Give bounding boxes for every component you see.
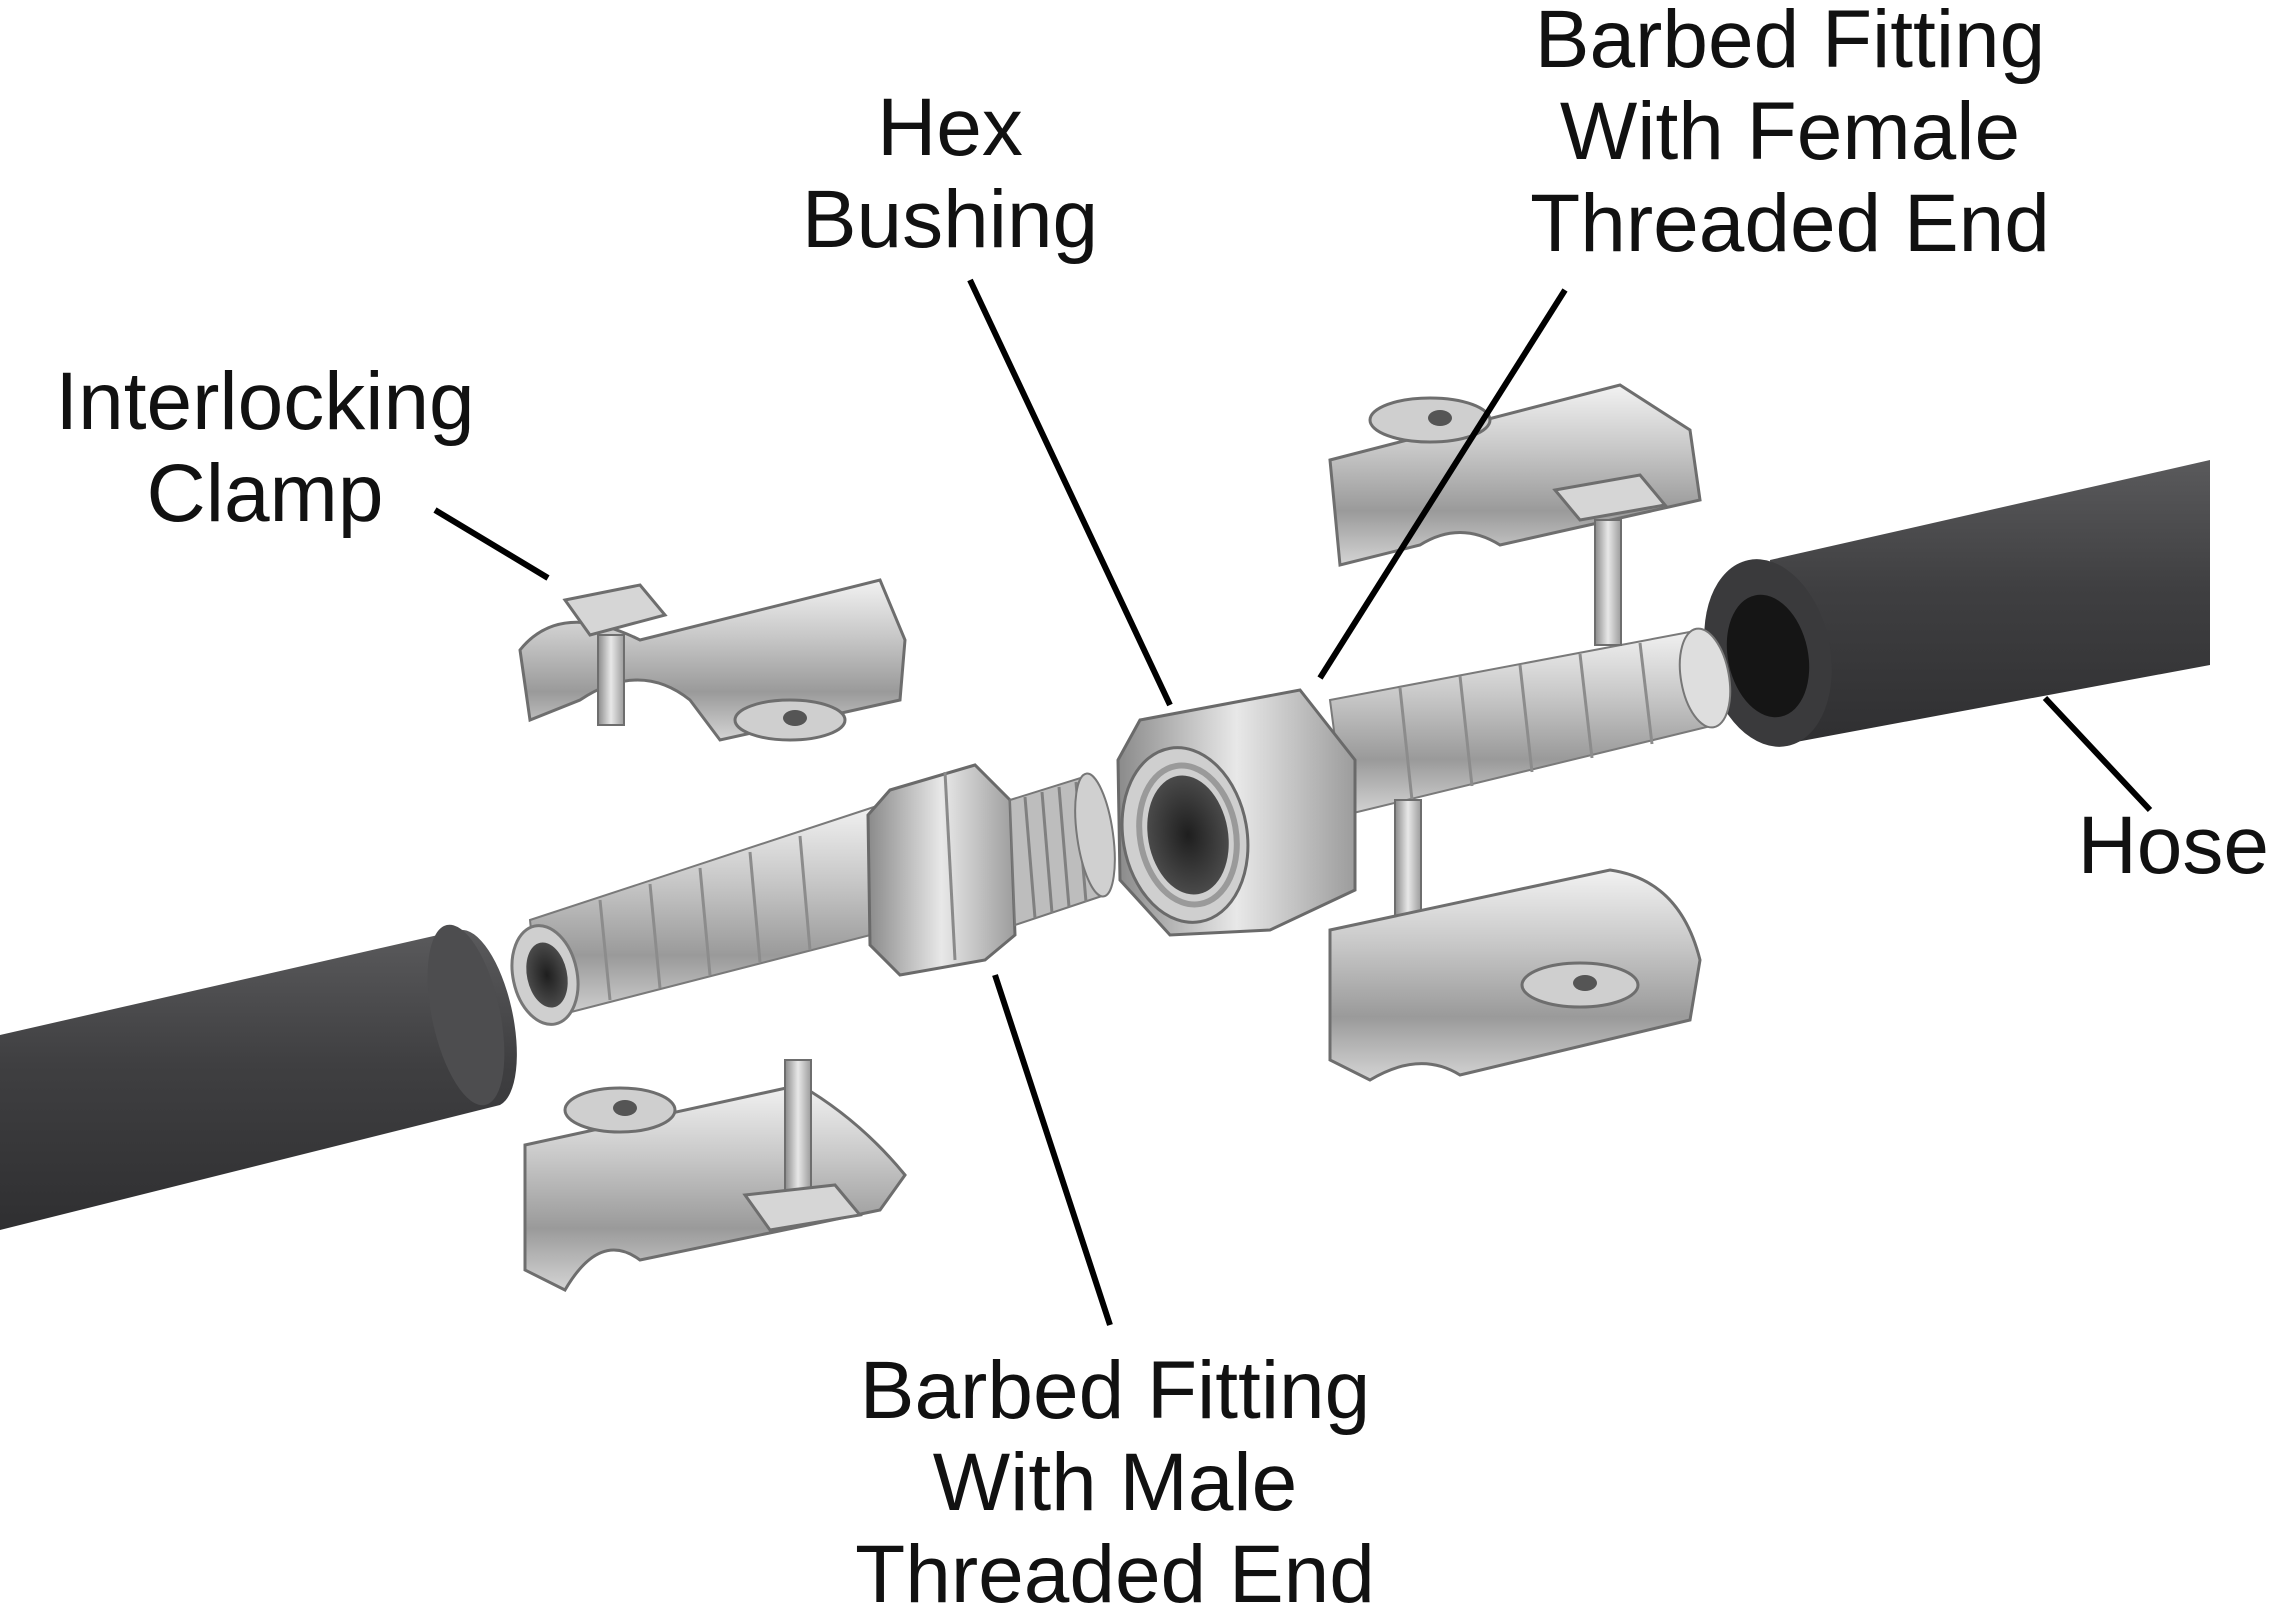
leader-line-hex-bushing (967, 278, 1173, 707)
label-hex-bushing: Hex Bushing (755, 82, 1145, 266)
clamp-left-bottom (523, 1059, 907, 1292)
hex-bushing (1116, 688, 1357, 937)
label-barbed-fitting-male: Barbed Fitting With Male Threaded End (770, 1345, 1460, 1621)
leader-line-clamp (433, 507, 550, 581)
label-hex-bushing-line-1: Hex (877, 82, 1023, 173)
label-hose: Hose (2030, 800, 2269, 892)
label-barbed-fitting-female: Barbed Fitting With Female Threaded End (1395, 0, 2185, 270)
label-hose-line-1: Hose (2077, 800, 2269, 891)
clamp-right-top (1328, 383, 1702, 646)
label-male-line-3: Threaded End (855, 1529, 1375, 1620)
leader-line-female-fitting (1317, 288, 1568, 680)
label-male-line-2: With Male (932, 1437, 1298, 1528)
leader-line-hose (2042, 695, 2153, 813)
hose-right (1704, 460, 2210, 747)
label-female-line-2: With Female (1559, 86, 2021, 177)
label-female-line-3: Threaded End (1530, 178, 2050, 269)
barbed-fitting-female (1328, 627, 1732, 817)
label-clamp-line-1: Interlocking (55, 356, 475, 447)
clamp-left-top (518, 578, 907, 742)
leader-line-male-fitting (992, 974, 1113, 1326)
label-male-line-1: Barbed Fitting (859, 1345, 1371, 1436)
barbed-fitting-male (510, 763, 1116, 1026)
label-female-line-1: Barbed Fitting (1534, 0, 2046, 85)
label-interlocking-clamp: Interlocking Clamp (0, 356, 530, 540)
label-clamp-line-2: Clamp (146, 448, 384, 539)
clamp-right-bottom (1328, 799, 1702, 1082)
label-hex-bushing-line-2: Bushing (801, 174, 1099, 265)
hose-left (0, 924, 517, 1230)
